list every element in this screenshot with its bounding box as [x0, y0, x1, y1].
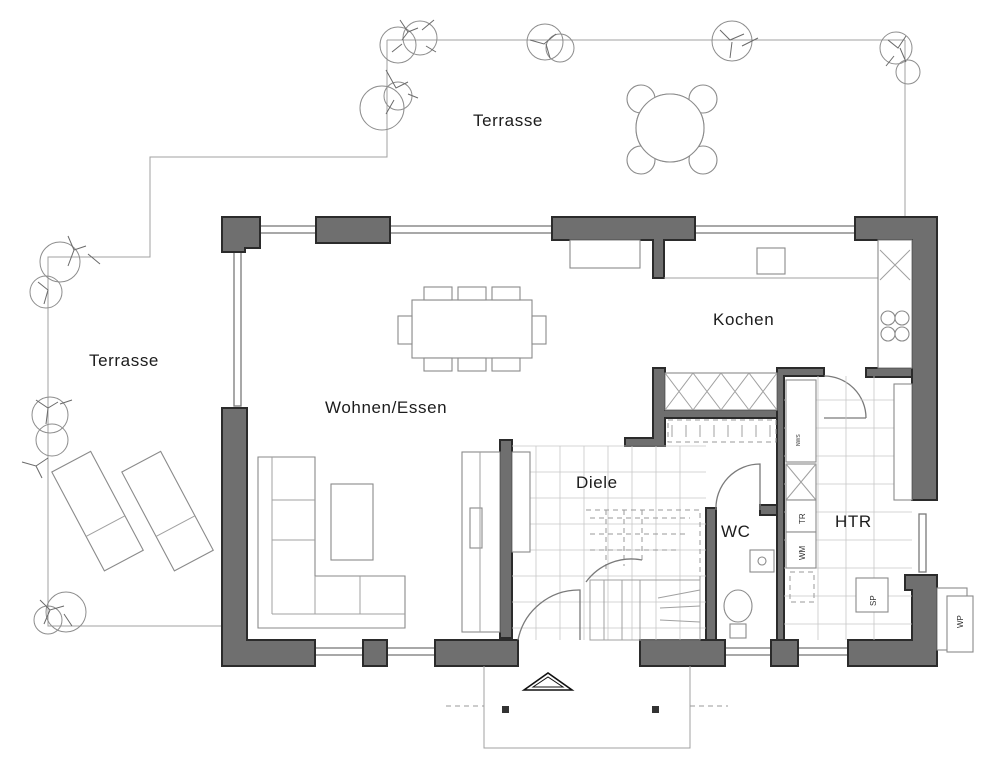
label-utility: HTR [835, 512, 872, 531]
utility-appliances [785, 379, 913, 613]
entrance-arrow-icon [521, 672, 575, 691]
entrance [446, 666, 728, 749]
exterior-walls [221, 216, 938, 667]
hall-tiles [511, 445, 706, 640]
label-kitchen: Kochen [713, 310, 774, 329]
shrubs-left [21, 235, 101, 635]
utility-tiles [784, 376, 912, 640]
doors [517, 375, 867, 641]
sideboard [461, 451, 501, 633]
label-wc: WC [721, 522, 751, 541]
label-storage-tank: SP [869, 595, 878, 606]
sun-loungers [51, 450, 214, 572]
dining-table [397, 286, 547, 372]
label-hall: Diele [576, 473, 618, 492]
sofa [257, 456, 406, 629]
wardrobe [667, 419, 777, 443]
label-living-dining: Wohnen/Essen [325, 398, 447, 417]
label-dryer: TR [798, 513, 807, 524]
shrubs-top [359, 19, 921, 131]
terrace-boundary [47, 39, 906, 627]
staircase [586, 509, 701, 641]
label-terrace-left: Terrasse [89, 351, 159, 370]
wc-fixtures [723, 549, 775, 639]
label-washer: WM [798, 545, 807, 560]
label-heat-pump: WP [956, 615, 965, 628]
label-terrace-top: Terrasse [473, 111, 543, 130]
kitchen-units [569, 239, 913, 411]
terrace-table-set [626, 84, 718, 175]
heat-pump [936, 587, 974, 653]
label-nws: NWS [796, 434, 802, 446]
